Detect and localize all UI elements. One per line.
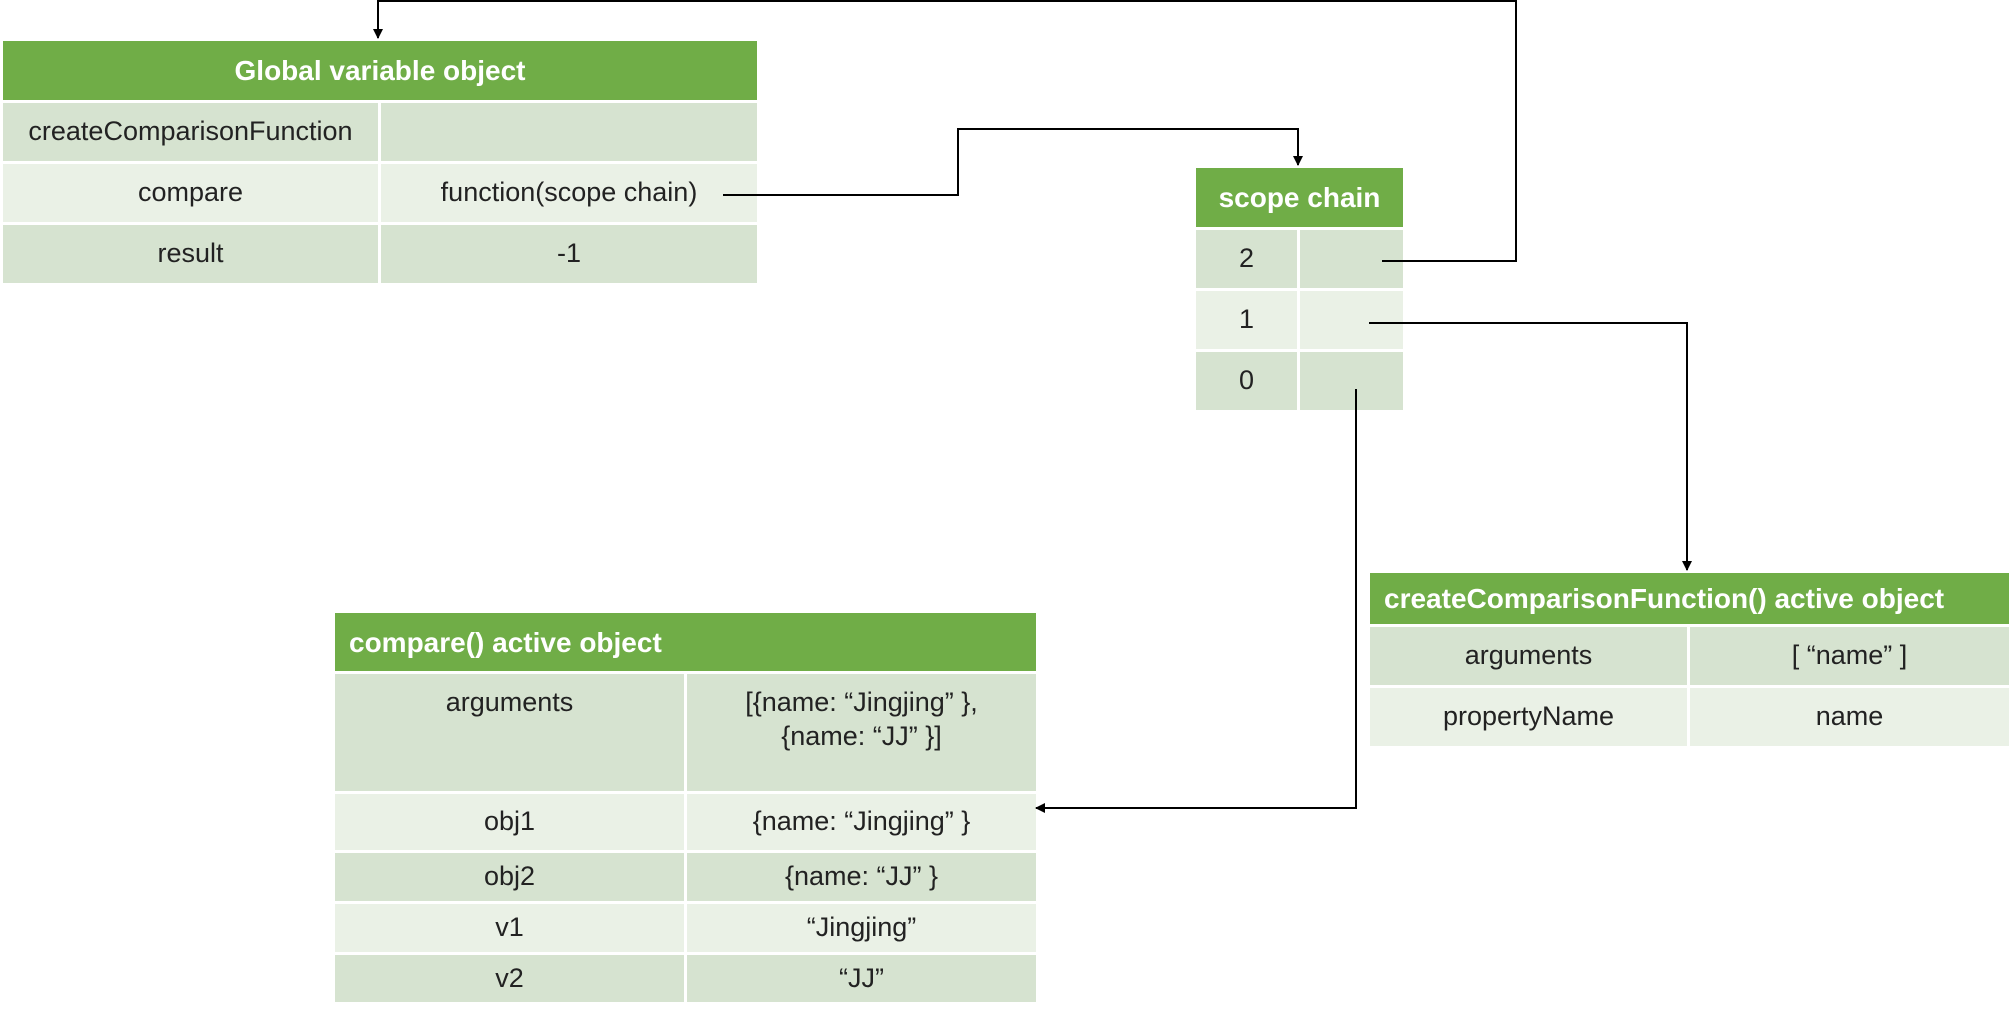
create-comparison-function-active-object-title: createComparisonFunction() active object bbox=[1366, 570, 2009, 627]
compare-row-value: {name: “JJ” } bbox=[684, 850, 1039, 904]
table-row: arguments [{name: “Jingjing” }, {name: “… bbox=[332, 671, 1039, 794]
compare-row-name: obj1 bbox=[332, 791, 687, 853]
compare-row-value: [{name: “Jingjing” }, {name: “JJ” }] bbox=[684, 671, 1039, 794]
compare-row-name: arguments bbox=[332, 671, 687, 794]
table-row: propertyName name bbox=[1367, 685, 2009, 749]
global-row-name: compare bbox=[0, 161, 381, 225]
arrow-scope-2-to-global bbox=[373, 0, 1517, 262]
global-row-name: result bbox=[0, 222, 381, 286]
compare-row-name: v1 bbox=[332, 901, 687, 955]
global-variable-object-table: Global variable object createComparisonF… bbox=[0, 38, 761, 286]
table-row: result -1 bbox=[0, 222, 761, 286]
compare-row-name: v2 bbox=[332, 952, 687, 1005]
compare-row-value: “Jingjing” bbox=[684, 901, 1039, 955]
ccf-row-name: propertyName bbox=[1367, 685, 1690, 749]
scope-chain-table: scope chain 2 1 0 bbox=[1193, 165, 1406, 413]
global-row-value: function(scope chain) bbox=[377, 161, 761, 225]
table-row: createComparisonFunction bbox=[0, 100, 761, 164]
compare-arguments-line-2: {name: “JJ” }] bbox=[781, 720, 942, 751]
table-row: v2 “JJ” bbox=[332, 952, 1039, 1005]
create-comparison-function-active-object-table: createComparisonFunction() active object… bbox=[1366, 570, 2009, 749]
ccf-row-value: name bbox=[1686, 685, 2009, 749]
scope-chain-index: 0 bbox=[1193, 349, 1300, 413]
compare-row-name: obj2 bbox=[332, 850, 687, 904]
global-row-value bbox=[377, 100, 761, 164]
table-row: 2 bbox=[1193, 227, 1406, 291]
compare-active-object-table: compare() active object arguments [{name… bbox=[332, 610, 1039, 1005]
compare-arguments-line-1: [{name: “Jingjing” }, bbox=[745, 687, 978, 717]
table-row: obj1 {name: “Jingjing” } bbox=[332, 791, 1039, 853]
arrow-scope-1-to-create-comparison-function bbox=[1369, 322, 1692, 571]
global-row-name: createComparisonFunction bbox=[0, 100, 381, 164]
scope-chain-title: scope chain bbox=[1193, 165, 1406, 230]
table-row: arguments [ “name” ] bbox=[1367, 624, 2009, 688]
table-row: compare function(scope chain) bbox=[0, 161, 761, 225]
scope-chain-slot bbox=[1297, 288, 1406, 352]
table-row: 0 bbox=[1193, 349, 1406, 413]
scope-chain-index: 1 bbox=[1193, 288, 1300, 352]
compare-row-value: {name: “Jingjing” } bbox=[684, 791, 1039, 853]
scope-chain-slot bbox=[1297, 349, 1406, 413]
scope-chain-index: 2 bbox=[1193, 227, 1300, 291]
ccf-row-value: [ “name” ] bbox=[1686, 624, 2009, 688]
scope-chain-slot bbox=[1297, 227, 1406, 291]
compare-active-object-title: compare() active object bbox=[332, 610, 1039, 674]
table-row: obj2 {name: “JJ” } bbox=[332, 850, 1039, 904]
arrow-scope-0-to-compare bbox=[1035, 389, 1357, 813]
ccf-row-name: arguments bbox=[1367, 624, 1690, 688]
table-row: 1 bbox=[1193, 288, 1406, 352]
table-row: v1 “Jingjing” bbox=[332, 901, 1039, 955]
global-row-value: -1 bbox=[377, 222, 761, 286]
arrow-compare-to-scope-chain bbox=[723, 128, 1303, 196]
compare-row-value: “JJ” bbox=[684, 952, 1039, 1005]
global-variable-object-title: Global variable object bbox=[0, 38, 761, 103]
